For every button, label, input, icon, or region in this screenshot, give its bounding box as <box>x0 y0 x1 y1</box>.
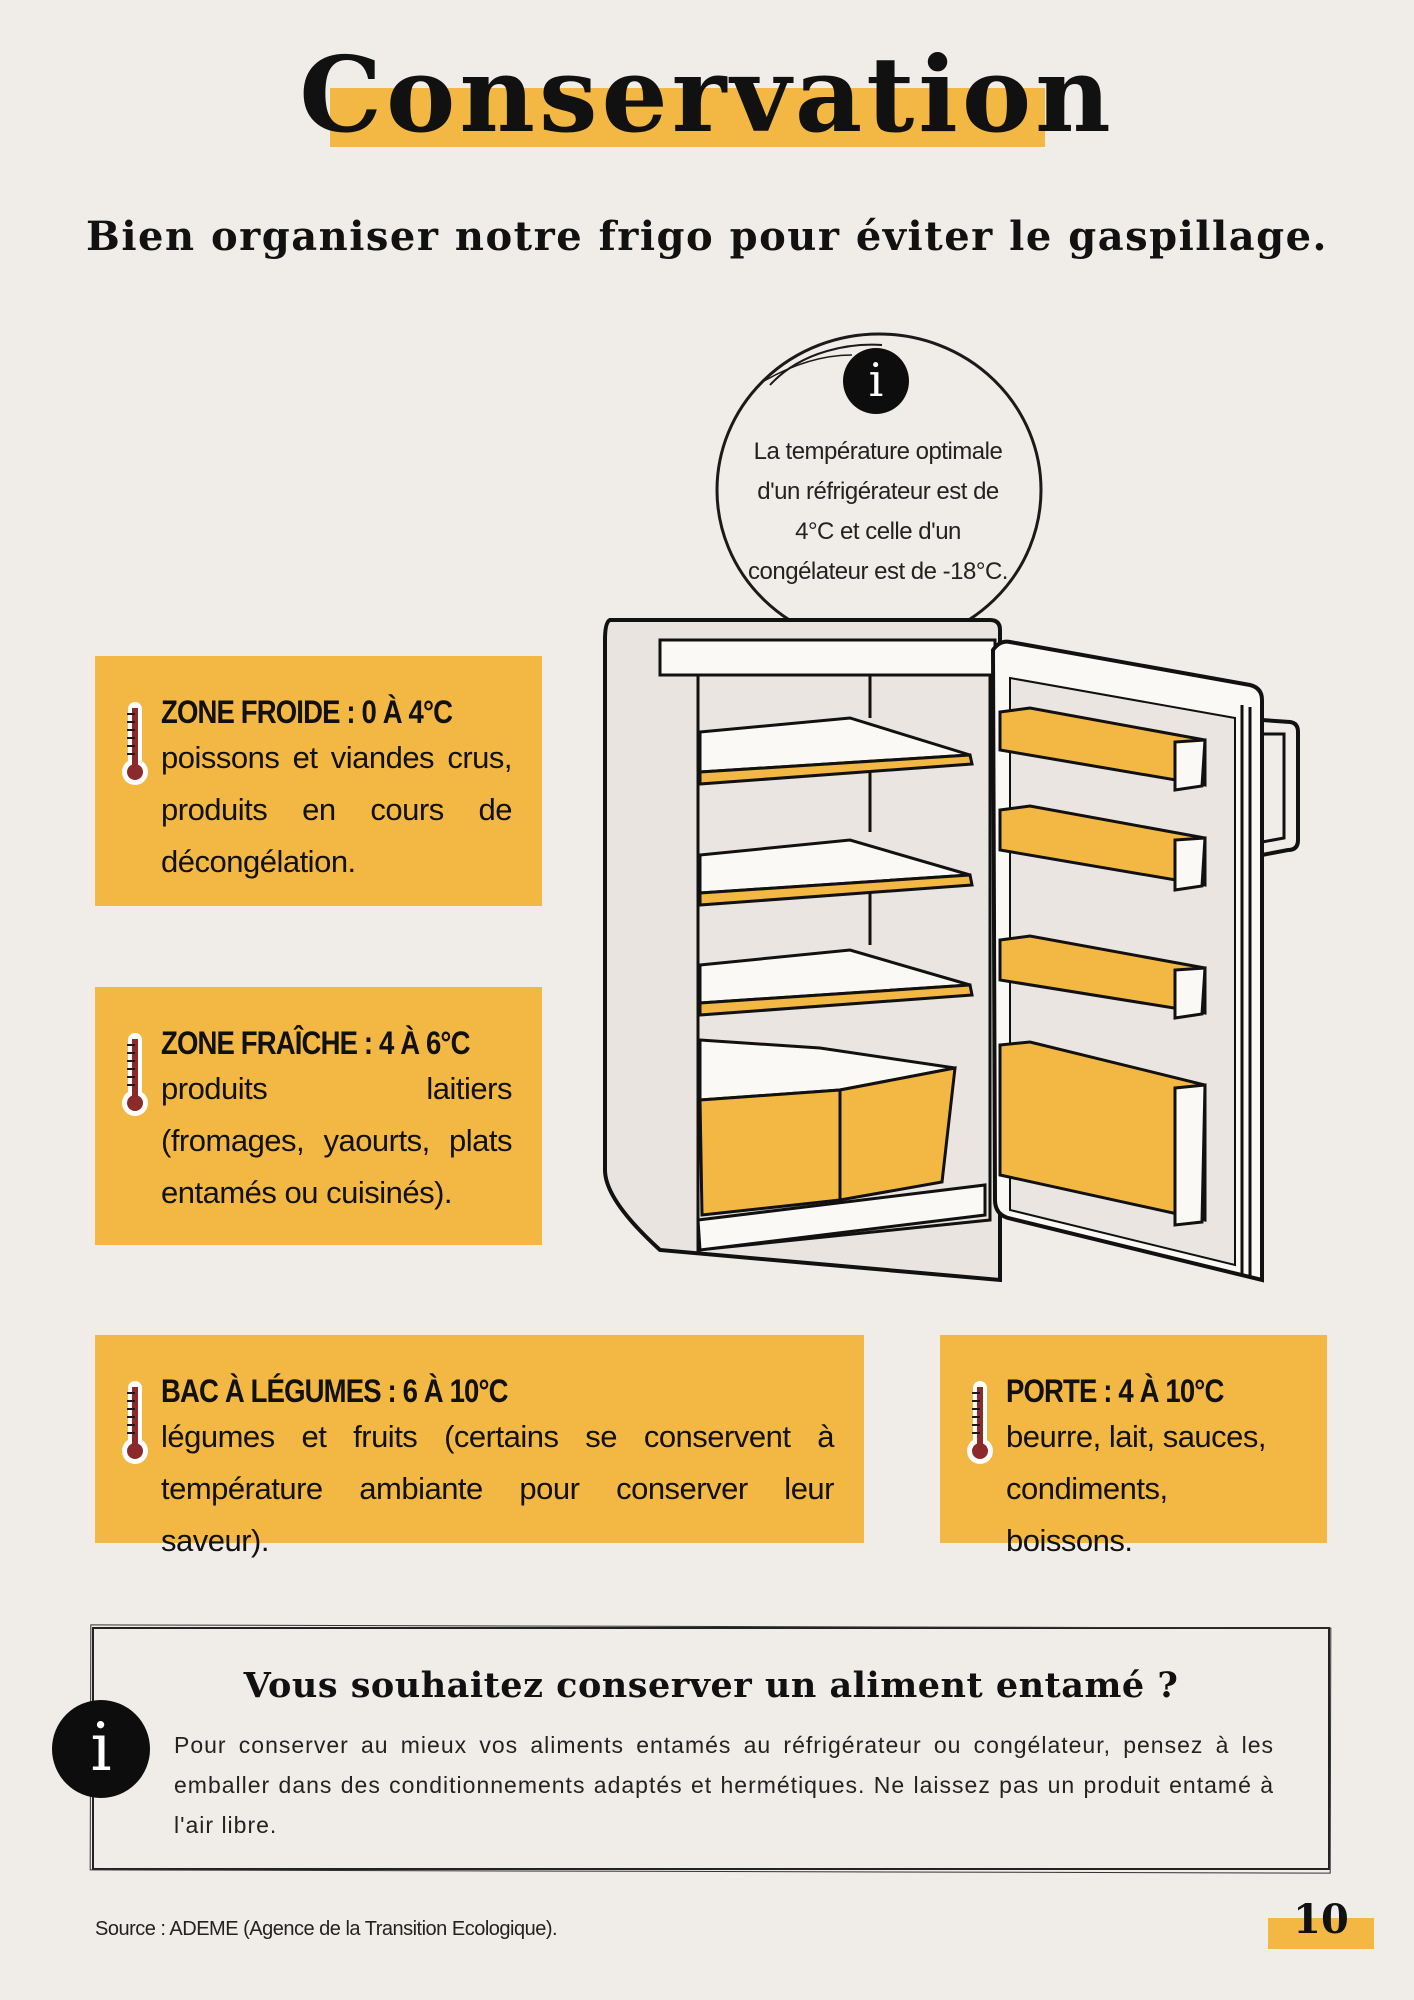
zone-card-bac-legumes: BAC À LÉGUMES : 6 À 10°C légumes et frui… <box>95 1335 864 1558</box>
title-highlight-bar <box>330 88 1045 147</box>
page-title: Conservation <box>299 33 1115 156</box>
page-subtitle: Bien organiser notre frigo pour éviter l… <box>86 213 1328 260</box>
zone-title: BAC À LÉGUMES : 6 À 10°C <box>161 1373 509 1409</box>
page-number: 10 <box>1293 1896 1349 1943</box>
thermometer-icon <box>967 1381 993 1464</box>
shelf-2 <box>698 838 974 907</box>
header: Conservation <box>0 30 1414 160</box>
zone-card-porte: PORTE : 4 À 10°C beurre, lait, sauces, c… <box>940 1335 1327 1558</box>
bubble-text: La température optimale d'un réfrigérate… <box>748 438 1008 585</box>
zone-card-froide: ZONE FROIDE : 0 À 4°C poissons et viande… <box>95 656 542 906</box>
info-text: Pour conserver au mieux vos aliments ent… <box>174 1732 1274 1838</box>
zone-text: légumes et fruits (certains se conserven… <box>161 1419 835 1558</box>
zone-title: ZONE FRAÎCHE : 4 À 6°C <box>161 1025 470 1061</box>
page-number-bar <box>1268 1918 1374 1949</box>
zone-text: poissons et viandes crus, produits en co… <box>161 740 513 879</box>
thermometer-icon <box>122 1033 148 1116</box>
zone-text: beurre, lait, sauces, condiments, boisso… <box>1006 1419 1267 1558</box>
shelf-1 <box>698 716 974 786</box>
info-box: Vous souhaitez conserver un aliment enta… <box>92 1627 1330 1870</box>
source-citation: Source : ADEME (Agence de la Transition … <box>95 1918 558 1940</box>
thermometer-icon <box>122 702 148 785</box>
zone-card-fraiche: ZONE FRAÎCHE : 4 À 6°C produits laitiers… <box>95 987 542 1245</box>
info-title: Vous souhaitez conserver un aliment enta… <box>243 1665 1179 1706</box>
fridge-illustration <box>603 618 1300 1283</box>
thermometer-icon <box>122 1381 148 1464</box>
zone-title: PORTE : 4 À 10°C <box>1006 1373 1224 1409</box>
shelf-3 <box>698 948 974 1017</box>
zone-title: ZONE FROIDE : 0 À 4°C <box>161 694 453 730</box>
info-icon: i <box>52 1700 150 1798</box>
info-icon: i <box>843 348 909 414</box>
zone-text: produits laitiers (fromages, yaourts, pl… <box>161 1071 513 1210</box>
